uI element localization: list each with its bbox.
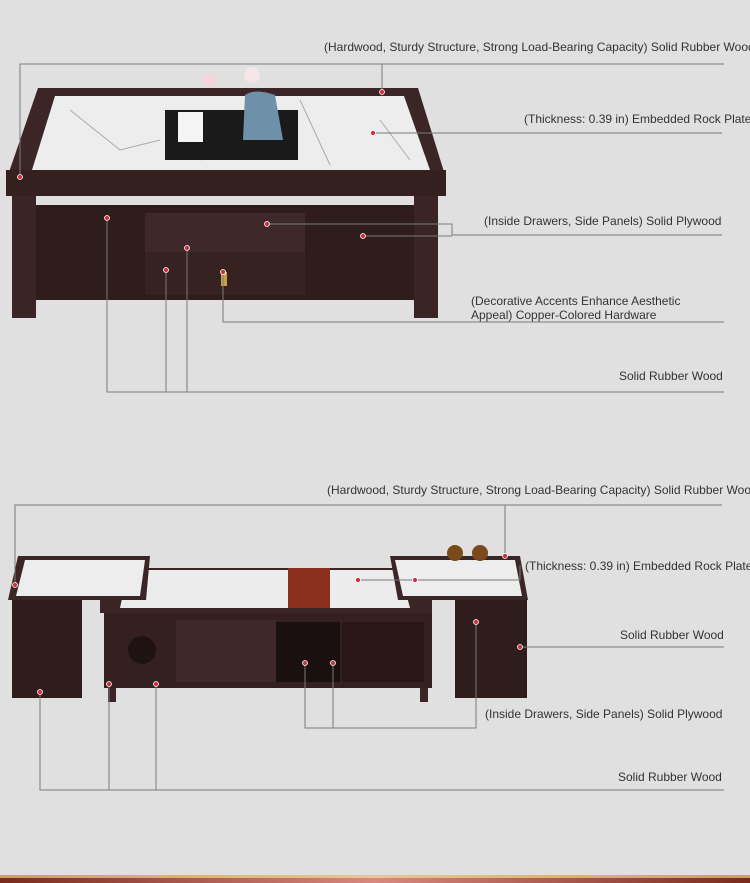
label-tv-rock-plate: (Thickness: 0.39 in) Embedded Rock Plate	[525, 559, 750, 573]
marker-dots-bottom	[12, 553, 523, 695]
label-solid-rubber-wood-base: Solid Rubber Wood	[619, 369, 723, 383]
tv-stand	[8, 545, 528, 702]
marker-dots-top	[17, 89, 385, 275]
label-tv-solid-rubber-wood-frame: (Hardwood, Sturdy Structure, Strong Load…	[327, 483, 750, 497]
label-tv-solid-rubber-wood-side: Solid Rubber Wood	[620, 628, 724, 642]
decorative-gold-band	[0, 875, 750, 878]
decorative-red-band	[0, 878, 750, 883]
label-hardware-line2: Appeal) Copper-Colored Hardware	[471, 308, 657, 322]
label-tv-solid-rubber-wood-base: Solid Rubber Wood	[618, 770, 722, 784]
label-tv-solid-plywood: (Inside Drawers, Side Panels) Solid Plyw…	[485, 707, 723, 721]
leader-lines-bottom	[14, 504, 724, 791]
coffee-table	[6, 67, 446, 318]
label-hardware-line1: (Decorative Accents Enhance Aesthetic	[471, 294, 681, 308]
label-rock-plate: (Thickness: 0.39 in) Embedded Rock Plate	[524, 112, 750, 126]
label-solid-rubber-wood-frame: (Hardwood, Sturdy Structure, Strong Load…	[324, 40, 750, 54]
leader-lines-top	[19, 63, 724, 393]
label-solid-plywood: (Inside Drawers, Side Panels) Solid Plyw…	[484, 214, 722, 228]
